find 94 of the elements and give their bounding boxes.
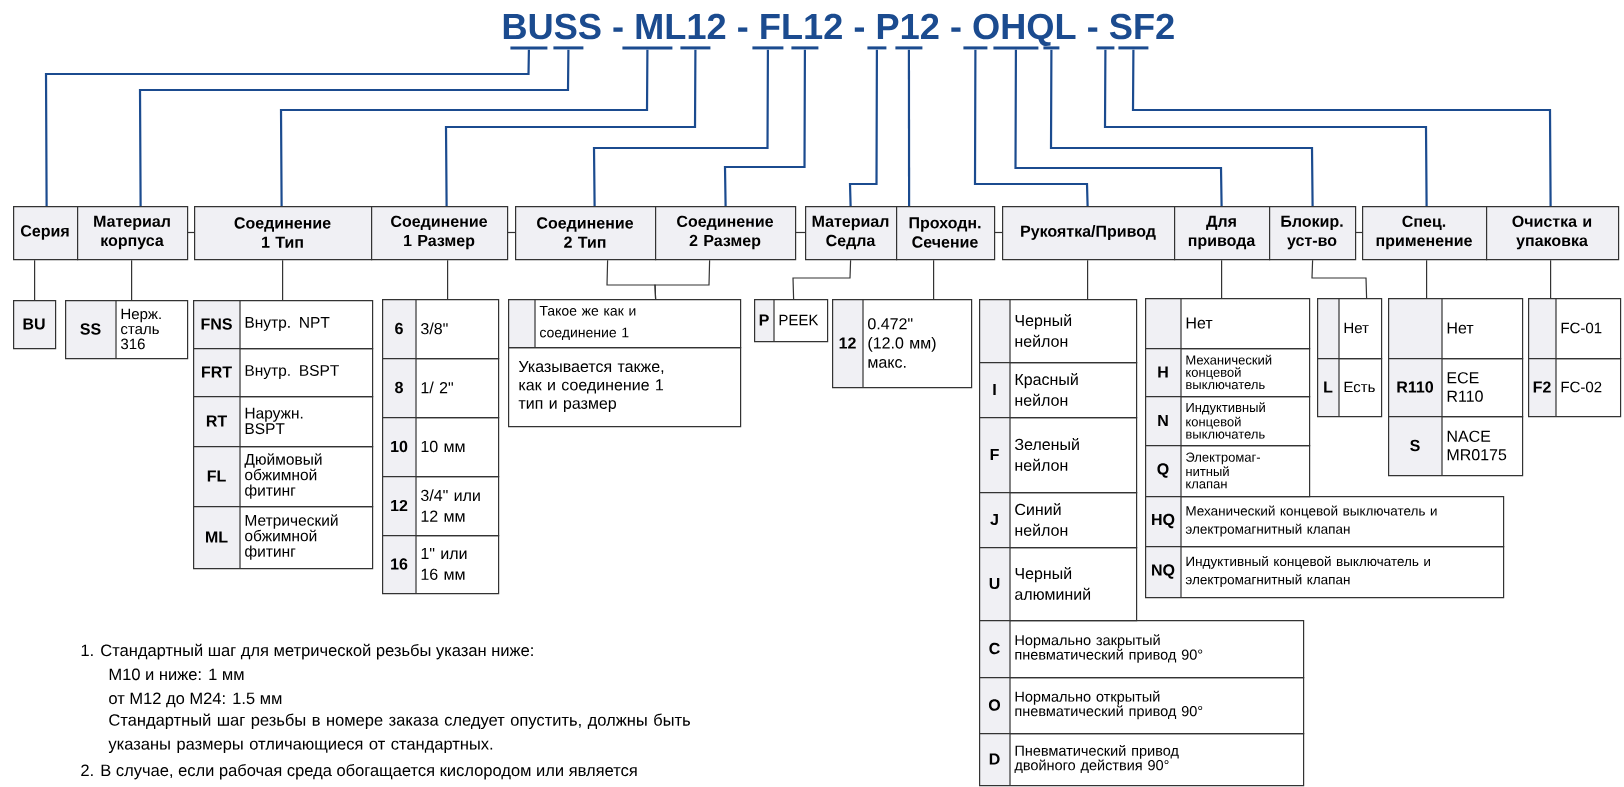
connector-line (138, 49, 570, 206)
code-underline (1043, 46, 1060, 50)
option-row: F2 FC-02 (1528, 357, 1622, 418)
code-underline (867, 46, 887, 50)
option-row: Q Электромаг- нитный клапан (1145, 444, 1311, 498)
connector-line (973, 49, 1089, 207)
code-underline (680, 46, 711, 50)
option-row: Указывается также, как и соединение 1 тип и размер (508, 347, 742, 428)
option-row: SS Нерж. сталь 316 (65, 299, 189, 360)
option-row: F Зеленый нейлон (979, 416, 1138, 494)
connector-line (44, 49, 530, 206)
code-underline (510, 46, 548, 50)
option-row: 6 3/8" (382, 298, 500, 360)
note-text: 2. В случае, если рабочая среда обогащается кислородом или является (81, 763, 637, 780)
connector-line (723, 49, 806, 206)
code-underline (1096, 46, 1115, 50)
header-cell: Материал корпуса (77, 206, 189, 261)
option-row: P PEEK (754, 298, 829, 343)
code-underline (963, 46, 988, 50)
note-text: от M12 до M24: 1.5 мм (109, 692, 282, 708)
option-row: 8 1/ 2" (382, 357, 500, 419)
code-underline (791, 46, 819, 50)
code-underline (553, 46, 584, 50)
connector-line (1131, 49, 1552, 206)
connector-line (1103, 49, 1428, 206)
option-row: D Пневматический привод двойного действия 90° (979, 732, 1305, 787)
option-row: H Механический концевой выключатель (1145, 347, 1311, 398)
connector-line (1049, 49, 1314, 206)
connector-line (848, 49, 878, 207)
header-cell: Для привода (1174, 206, 1271, 261)
note-text: 1. Стандартный шаг для метрической резьбы указан ниже: (81, 643, 533, 660)
code-underline (1118, 46, 1149, 50)
header-cell: Соединение 2 Тип (515, 206, 657, 261)
connector-line (279, 49, 649, 206)
option-row: 10 10 мм (382, 416, 500, 478)
code-underline (622, 46, 673, 50)
option-row: RT Наружн. BSPT (193, 395, 374, 448)
header-cell: Очистка и упаковка (1486, 206, 1620, 261)
connector-line (1087, 259, 1089, 300)
option-row: O Нормально открытый пневматический привод 90° (979, 676, 1305, 735)
connector-line (34, 259, 36, 301)
option-row: FL Дюймовый обжимной фитинг (193, 445, 374, 508)
option-row: J Синий нейлон (979, 491, 1138, 549)
option-row: Нет (1145, 297, 1311, 350)
option-row: R110 ECE R110 (1388, 357, 1524, 418)
option-row: Черный нейлон (979, 298, 1138, 364)
connector-line (792, 259, 852, 300)
connector-line (592, 49, 769, 206)
option-row: Нет (1317, 297, 1383, 360)
option-row: 12 3/4" или 12 мм (382, 475, 500, 537)
connector-line (447, 259, 449, 300)
option-row: L Есть (1317, 357, 1383, 418)
connector-line (907, 49, 911, 206)
option-row: HQ Механический концевой выключатель и электромагнитный клапан (1145, 495, 1505, 548)
option-row: S NACE MR0175 (1388, 415, 1524, 477)
connector-line (654, 259, 711, 300)
option-row: 16 1" или 16 мм (382, 534, 500, 595)
connector-line (1221, 259, 1223, 299)
header-cell: Материал Седла (805, 206, 898, 261)
code-underline (993, 46, 1039, 50)
connector-line (1426, 259, 1428, 299)
connector-line (933, 259, 935, 300)
option-row: U Черный алюминий (979, 546, 1138, 622)
option-row: I Красный нейлон (979, 361, 1138, 419)
title: BUSS - ML12 - FL12 - P12 - OHQL - SF2 (503, 13, 1174, 47)
connector-line (282, 259, 284, 301)
option-row: BU (13, 300, 57, 350)
option-row: FRT Внутр. BSPT (193, 347, 374, 398)
header-cell: Проходн. Сечение (896, 206, 996, 261)
header-cell: Соединение 2 Размер (655, 206, 797, 261)
header-cell: Соединение 1 Размер (371, 206, 509, 261)
code-underline (895, 46, 923, 50)
option-row: ML Метрический обжимной фитинг (193, 505, 374, 570)
connector-line (1014, 49, 1223, 206)
note-text: M10 и ниже: 1 мм (109, 668, 244, 681)
option-row: FC-01 (1528, 297, 1622, 360)
header-cell: Соединение 1 Тип (194, 206, 373, 261)
note-text: Стандартный шаг резьбы в номере заказа следует опустить, должны быть указаны размеры отличающиеся от стандартных. (108, 713, 690, 753)
header-cell: Серия (13, 206, 79, 261)
connector-line (444, 49, 697, 206)
option-row: Такое же как и соединение 1 (508, 298, 742, 349)
option-row: FNS Внутр. NPT (193, 299, 374, 350)
option-row: Нет (1388, 297, 1524, 360)
header-cell: Блокир. уст-во (1269, 206, 1357, 261)
header-cell: Рукоятка/Привод (1002, 206, 1176, 261)
option-row: C Нормально закрытый пневматический привод 90° (979, 619, 1305, 679)
option-row: NQ Индуктивный концевой выключатель и электромагнитный клапан (1145, 545, 1505, 599)
connector-line (1550, 259, 1552, 299)
option-row: 12 0.472" (12.0 мм) макс. (832, 298, 973, 389)
connector-line (1311, 259, 1368, 299)
option-row: N Индуктивный концевой выключатель (1145, 395, 1311, 447)
header-cell: Спец. применение (1362, 206, 1488, 261)
code-underline (752, 46, 784, 50)
connector-line (131, 259, 133, 301)
